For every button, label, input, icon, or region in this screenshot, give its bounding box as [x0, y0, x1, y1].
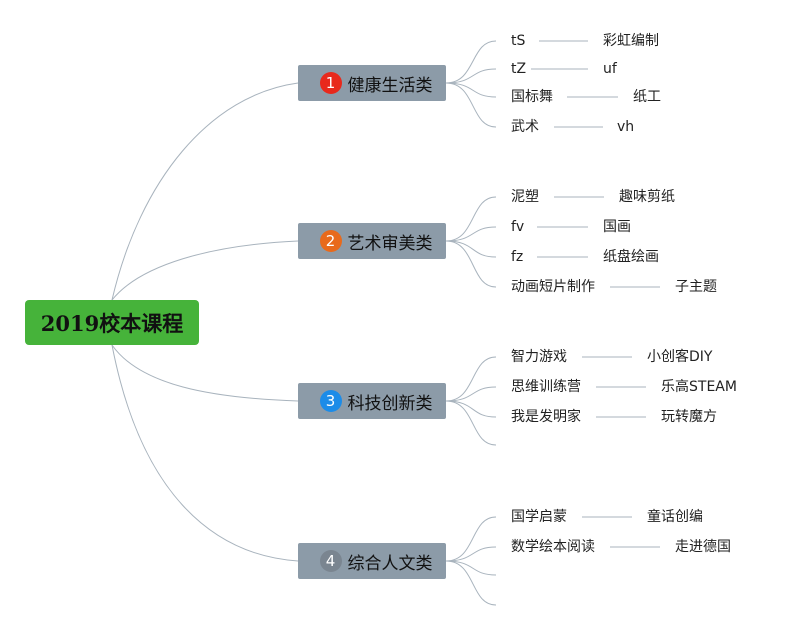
root-connector-3 — [111, 344, 299, 402]
branch-1-connector-2 — [445, 68, 497, 84]
leaf-2-3-right[interactable]: 纸盘绘画 — [603, 249, 659, 265]
root-label: 2019校本课程 — [40, 310, 184, 336]
branch-2-connector-2 — [445, 226, 497, 242]
number-badge-4: 4 — [319, 550, 342, 572]
leaf-1-1-right[interactable]: 彩虹编制 — [603, 33, 659, 49]
root-connector-1 — [111, 82, 299, 301]
leaf-4-2-right[interactable]: 走进德国 — [675, 539, 731, 555]
leaf-3-3-left[interactable]: 我是发明家 — [511, 409, 581, 425]
leaf-2-2-right[interactable]: 国画 — [603, 219, 631, 235]
branch-3-connector-4 — [445, 400, 497, 446]
number-badge-2: 2 — [319, 230, 342, 252]
leaf-2-1-right[interactable]: 趣味剪纸 — [619, 189, 675, 205]
root-connector-2 — [111, 240, 299, 301]
leaf-3-2-right[interactable]: 乐高STEAM — [661, 379, 737, 395]
branch-node-2[interactable]: 2 艺术审美类 — [298, 223, 446, 259]
root-node[interactable]: 2019校本课程 — [25, 300, 199, 345]
branch-2-connector-3 — [445, 240, 497, 258]
leaf-2-3-left[interactable]: fz — [511, 249, 524, 265]
branch-2-connector-1 — [445, 196, 497, 242]
branch-1-connector-1 — [445, 40, 497, 84]
branch-2-connector-4 — [445, 240, 497, 288]
branch-4-connector-4 — [445, 560, 497, 606]
branch-label-2: 艺术审美类 — [347, 233, 433, 254]
leaf-3-2-left[interactable]: 思维训练营 — [511, 379, 581, 395]
leaf-1-2-right[interactable]: uf — [603, 61, 617, 77]
leaf-3-3-right[interactable]: 玩转魔方 — [661, 409, 717, 425]
branch-node-1[interactable]: 1 健康生活类 — [298, 65, 446, 101]
branch-4-connector-1 — [445, 516, 497, 562]
leaf-1-4-left[interactable]: 武术 — [511, 119, 539, 135]
branch-label-4: 综合人文类 — [347, 553, 433, 574]
branch-1-connector-3 — [445, 82, 497, 98]
branch-3-connector-2 — [445, 386, 497, 402]
branch-4-connector-2 — [445, 546, 497, 562]
number-badge-1: 1 — [319, 72, 342, 94]
leaf-2-2-left[interactable]: fv — [511, 219, 525, 235]
leaf-2-4-left[interactable]: 动画短片制作 — [511, 279, 595, 295]
leaf-4-1-left[interactable]: 国学启蒙 — [511, 509, 567, 525]
leaf-1-2-left[interactable]: tZ — [511, 61, 527, 77]
leaf-1-4-right[interactable]: vh — [617, 119, 635, 135]
number-badge-3: 3 — [319, 390, 342, 412]
leaf-1-1-left[interactable]: tS — [511, 33, 526, 49]
root-connector-4 — [111, 344, 299, 562]
branch-4-connector-3 — [445, 560, 497, 576]
leaf-4-1-right[interactable]: 童话创编 — [647, 509, 703, 525]
branch-label-1: 健康生活类 — [347, 75, 433, 96]
branch-node-3[interactable]: 3 科技创新类 — [298, 383, 446, 419]
branch-label-3: 科技创新类 — [347, 393, 433, 414]
leaf-2-4-right[interactable]: 子主题 — [675, 279, 717, 295]
leaf-2-1-left[interactable]: 泥塑 — [511, 189, 539, 205]
leaf-3-1-left[interactable]: 智力游戏 — [511, 349, 567, 365]
leaf-3-1-right[interactable]: 小创客DIY — [647, 349, 713, 365]
leaf-1-3-left[interactable]: 国标舞 — [511, 89, 553, 105]
branch-1-connector-4 — [445, 82, 497, 128]
branch-node-4[interactable]: 4 综合人文类 — [298, 543, 446, 579]
branch-3-connector-3 — [445, 400, 497, 418]
branch-3-connector-1 — [445, 356, 497, 402]
leaf-4-2-left[interactable]: 数学绘本阅读 — [511, 539, 595, 555]
leaf-1-3-right[interactable]: 纸工 — [633, 89, 661, 105]
